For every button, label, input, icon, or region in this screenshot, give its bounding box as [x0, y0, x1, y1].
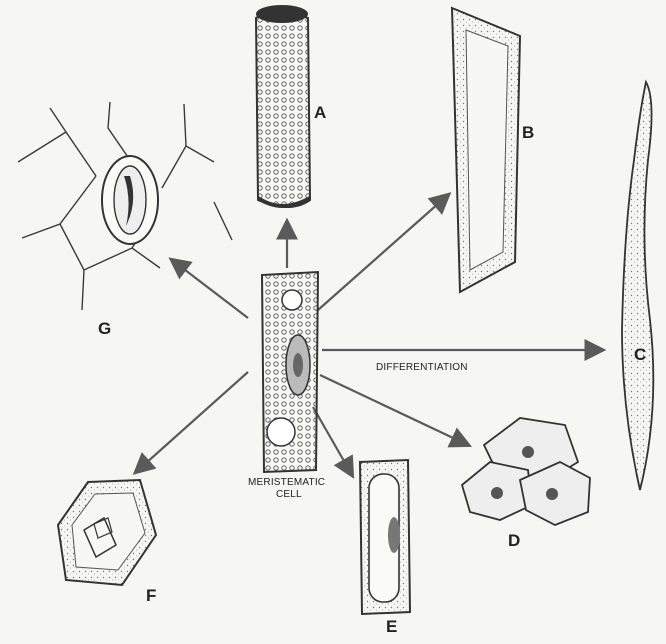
label-e: E: [386, 617, 397, 636]
cell-b-tracheid: [452, 8, 520, 292]
cell-a-vessel: [256, 5, 310, 207]
arrow-to-g: [172, 260, 248, 318]
arrow-to-e: [313, 407, 352, 475]
arrow-to-d: [320, 375, 468, 445]
label-g: G: [98, 319, 111, 338]
label-d: D: [508, 531, 520, 550]
center-label-line2: CELL: [276, 489, 302, 500]
center-label-line1: MERISTEMATIC: [248, 477, 325, 488]
label-f: F: [146, 586, 156, 605]
label-a: A: [314, 103, 326, 122]
cell-g-stoma: [18, 102, 232, 310]
cell-e-elongated: [360, 460, 410, 614]
cell-f-crystal: [58, 480, 156, 585]
differentiation-label: DIFFERENTIATION: [376, 362, 468, 373]
cell-d-cluster: [462, 418, 590, 525]
label-c: C: [634, 345, 646, 364]
cell-c-fibre: [622, 82, 653, 490]
meristematic-cell: [262, 272, 318, 472]
arrow-to-b: [318, 195, 448, 310]
label-b: B: [522, 123, 534, 142]
arrow-to-f: [136, 372, 248, 472]
